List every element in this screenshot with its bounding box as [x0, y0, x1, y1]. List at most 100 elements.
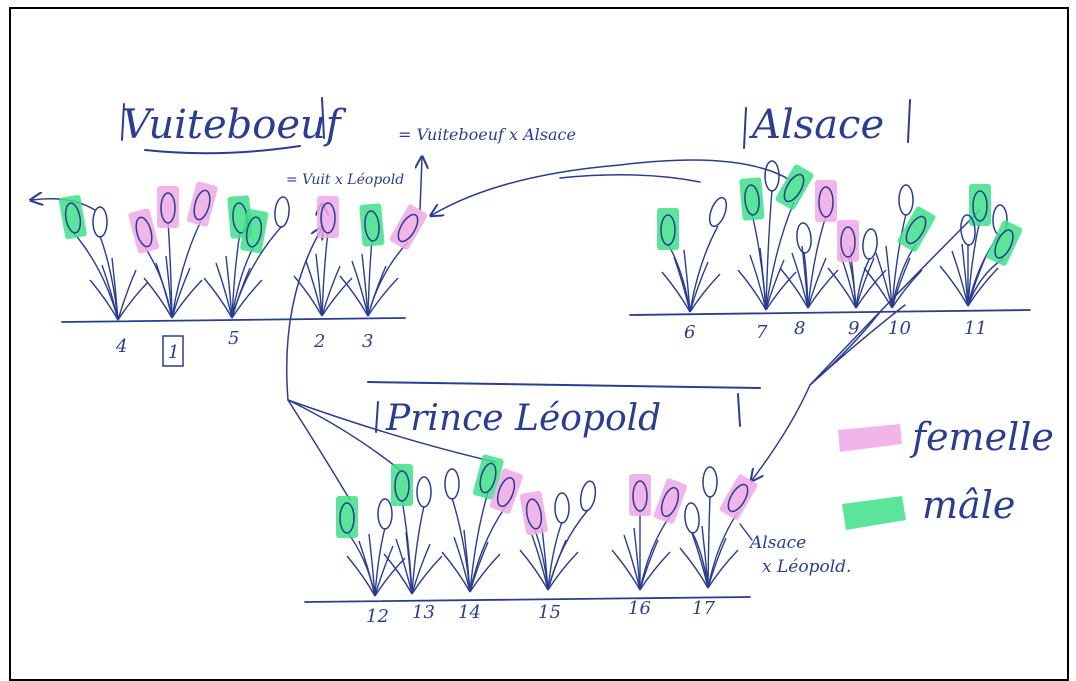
tulip-plant — [293, 196, 353, 317]
female-highlight — [719, 474, 758, 520]
tulip-leaf — [367, 277, 399, 317]
tulip-leaf — [411, 543, 431, 595]
tulip-stem — [639, 515, 671, 591]
tulip-plant — [336, 496, 406, 597]
tulip-flower — [972, 190, 988, 222]
annotation-x-leopold: x Léopold. — [762, 557, 851, 577]
legend-female-label: femelle — [909, 415, 1054, 459]
tulip-plant — [737, 160, 814, 311]
plants-layer — [58, 160, 1023, 597]
tulip-leaf — [374, 557, 406, 597]
tulip-leaf — [547, 551, 579, 591]
tulip-leaf — [689, 261, 709, 313]
group-title-text: Vuiteboeuf — [122, 102, 347, 148]
tulip-stem — [231, 225, 283, 319]
tulip-flower — [92, 206, 108, 238]
annotation-vuit-x-leopold: = Vuit x Léopold — [286, 172, 404, 188]
tulip-leaf — [765, 271, 797, 311]
tulip-plant — [339, 203, 428, 317]
tulip-leaf — [339, 275, 369, 317]
tulip-flower — [684, 502, 700, 534]
plant-number: 6 — [684, 322, 695, 343]
tulip-flower — [496, 476, 516, 508]
tulip-leaf — [689, 273, 721, 313]
tulip-stem — [855, 257, 871, 309]
tulip-plant — [383, 464, 443, 595]
tulip-stem — [547, 509, 589, 591]
tulip-plant — [779, 180, 839, 309]
tulip-leaf — [885, 245, 893, 309]
tulip-plant — [827, 220, 887, 309]
tulip-leaf — [749, 254, 767, 311]
tulip-plant — [863, 184, 936, 309]
tulip-stem — [231, 231, 241, 319]
annotation-pointer-line — [739, 523, 753, 541]
plant-number: 12 — [366, 606, 389, 627]
legend-female-swatch — [838, 424, 902, 452]
tulip-stem — [171, 218, 203, 319]
tulip-flower — [320, 202, 336, 234]
tulip-leaf — [855, 257, 875, 309]
tulip-leaf — [661, 271, 691, 313]
tulip-flower — [632, 480, 648, 512]
tulip-stem — [691, 531, 709, 589]
tulip-leaf — [951, 250, 969, 307]
tulip-flower — [135, 216, 153, 248]
tulip-leaf — [469, 553, 501, 593]
tulip-flower — [397, 213, 419, 243]
tulip-leaf — [807, 257, 827, 309]
tulip-flower — [64, 202, 82, 234]
tulip-flower — [818, 186, 834, 218]
tulip-plant — [939, 184, 1023, 307]
tulip-flower — [660, 214, 676, 246]
tulip-flower — [525, 498, 543, 530]
tulip-flower — [744, 184, 760, 216]
female-highlight — [389, 204, 428, 250]
tulip-flower — [160, 192, 176, 224]
tulip-flower — [727, 483, 749, 513]
tulip-leaf — [117, 281, 149, 321]
plant-number: 3 — [362, 331, 373, 352]
tulip-plant — [519, 480, 597, 591]
tulip-leaf — [305, 260, 323, 317]
plant-numbers-leopold: 12 13 14 15 16 17 — [366, 598, 715, 627]
tulip-leaf — [368, 533, 376, 597]
tulip-stem — [807, 215, 827, 309]
tulip-plant — [128, 181, 218, 319]
plant-number: 16 — [628, 598, 651, 619]
plant-number: 9 — [848, 318, 859, 339]
tulip-stem — [707, 511, 739, 589]
title-leopold: Prince Léopold — [367, 381, 761, 439]
plant-number: 5 — [228, 328, 239, 349]
tulip-leaf — [737, 269, 767, 311]
female-highlight — [186, 181, 218, 227]
male-highlight — [986, 220, 1023, 266]
tulip-flower — [364, 210, 380, 242]
tulip-flower — [960, 214, 976, 246]
tulip-leaf — [639, 539, 659, 591]
tulip-stem — [321, 231, 329, 317]
tulip-stem — [765, 201, 795, 311]
female-highlight — [128, 208, 160, 254]
tulip-leaf — [623, 534, 641, 591]
tulip-flower — [708, 196, 728, 228]
tulip-leaf — [707, 549, 739, 589]
tulip-leaf — [321, 277, 353, 317]
annotation-alsace: Alsace — [748, 533, 806, 553]
plant-number: 17 — [692, 598, 715, 619]
ground-line-alsace — [629, 309, 1031, 316]
tulip-plant — [611, 474, 688, 591]
legend: femelle mâle — [838, 415, 1054, 530]
tulip-stem — [547, 521, 563, 591]
tulip-stem — [803, 251, 809, 309]
tulip-leaf — [779, 267, 809, 309]
tulip-leaf — [351, 260, 369, 317]
tulip-flower — [416, 476, 432, 508]
plant-number: 1 — [168, 342, 179, 363]
plant-number: 11 — [964, 318, 987, 339]
tulip-leaf — [939, 265, 969, 307]
tulip-stem — [411, 505, 425, 595]
tulip-flower — [444, 468, 460, 500]
pollination-arrows — [32, 158, 981, 501]
